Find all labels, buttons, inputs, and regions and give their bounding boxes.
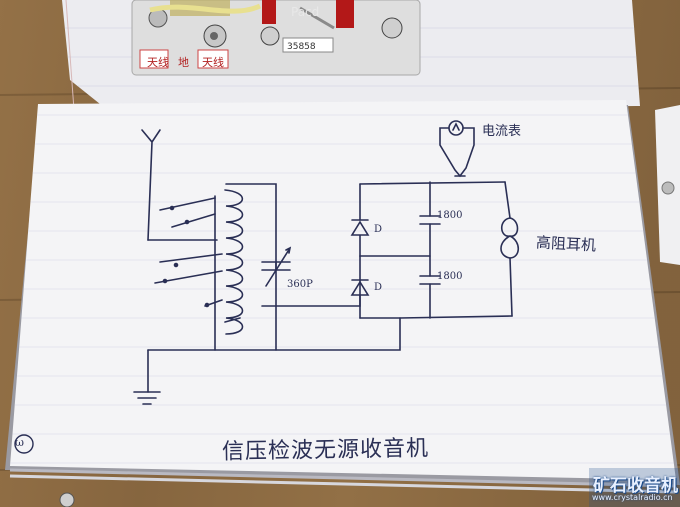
- board-label-right: 天线: [202, 56, 224, 69]
- circuit-schematic: [133, 120, 520, 405]
- headphone-label: 高阻耳机: [535, 233, 597, 255]
- board-label-mid: 地: [178, 56, 189, 69]
- variable-capacitor-label: 360P: [287, 279, 313, 290]
- meter-label: 电流表: [482, 124, 522, 139]
- watermark-badge: [589, 468, 680, 507]
- watermark-title: 矿石收音机: [593, 476, 678, 496]
- ground-symbol: [133, 391, 161, 405]
- diode-top-label: D: [374, 224, 383, 235]
- board-label-left: 天线: [147, 56, 169, 69]
- page-mark: ω: [15, 436, 24, 449]
- capacitor-bottom-label: 1800: [437, 271, 463, 282]
- capacitor-top-label: 1800: [437, 210, 463, 221]
- screw: [59, 492, 75, 507]
- headphone-symbol: [500, 217, 520, 259]
- notebook-page: [5, 100, 680, 494]
- terminal-board: [131, 0, 421, 76]
- board-label-top: Pacd: [291, 5, 320, 19]
- diode-bottom: [350, 279, 370, 319]
- antenna-symbol: [141, 129, 161, 241]
- watermark-url: www.crystalradio.cn: [592, 493, 673, 502]
- notebook-caption: 信压检波无源收音机: [221, 436, 430, 465]
- diode-top: [350, 219, 370, 257]
- board-label-small: 35858: [287, 42, 316, 52]
- page-number-circle: [14, 434, 34, 454]
- inductor-coil: [224, 189, 244, 335]
- side-card: [655, 105, 680, 265]
- diode-bottom-label: D: [374, 282, 383, 293]
